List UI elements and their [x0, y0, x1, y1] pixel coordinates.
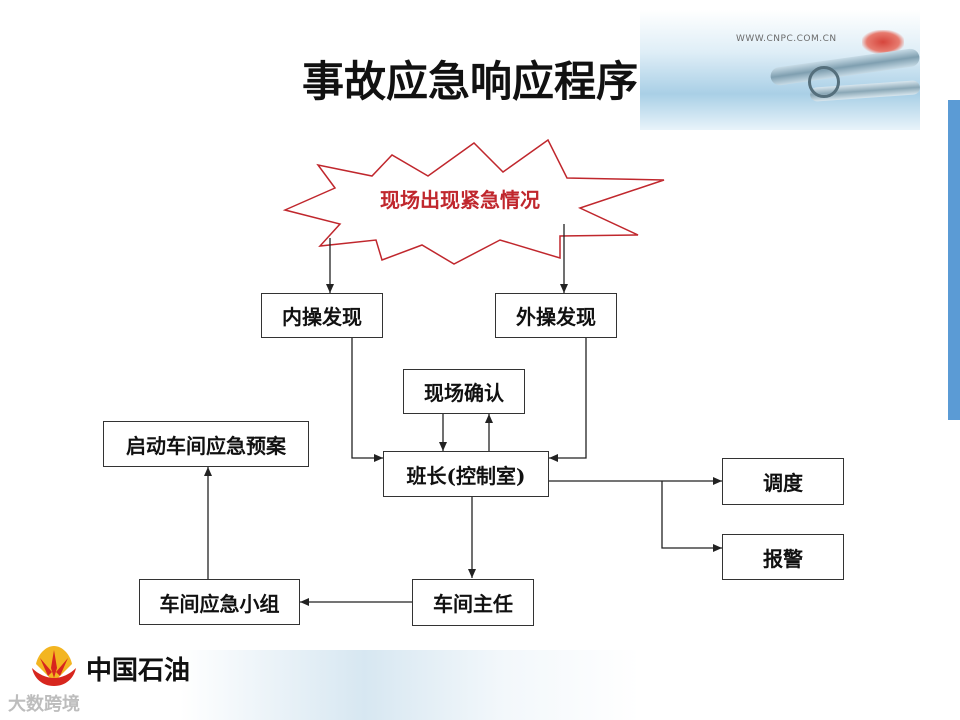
footer-decoration [180, 650, 640, 720]
arrow-outer-to-monitor [549, 338, 586, 458]
arrow-monitor-to-alarm [662, 481, 722, 548]
emergency-team-box: 车间应急小组 [139, 579, 300, 625]
inner-operator-box: 内操发现 [261, 293, 383, 338]
monitor-control-room-box: 班长(控制室) [383, 451, 549, 497]
cnpc-logo-text: 中国石油 [86, 650, 190, 687]
watermark-text: 大数跨境 [8, 690, 80, 716]
workshop-director-box: 车间主任 [412, 579, 534, 626]
outer-operator-box: 外操发现 [495, 293, 617, 338]
arrow-inner-to-monitor [352, 338, 383, 458]
site-confirm-box: 现场确认 [403, 369, 525, 414]
emergency-plan-box: 启动车间应急预案 [103, 421, 309, 467]
emergency-label: 现场出现紧急情况 [330, 184, 590, 213]
dispatch-box: 调度 [722, 458, 844, 505]
cnpc-logo-icon [28, 642, 80, 692]
alarm-box: 报警 [722, 534, 844, 580]
